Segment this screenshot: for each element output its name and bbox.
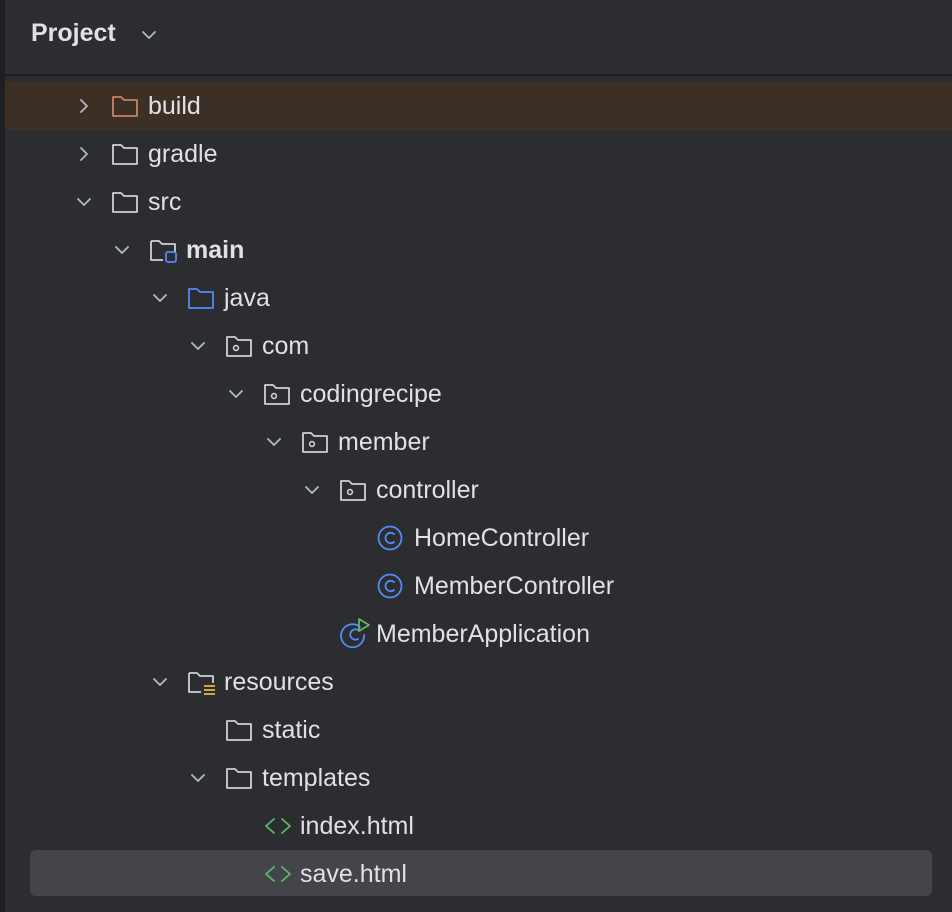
tree-item-build[interactable]: build (5, 82, 952, 130)
chevron-down-icon[interactable] (188, 768, 208, 788)
tree-item-membercontroller[interactable]: MemberController (5, 562, 952, 610)
tree-item-codingrecipe[interactable]: codingrecipe (5, 370, 952, 418)
tree-item-label: main (186, 236, 245, 264)
chevron-down-icon[interactable] (74, 192, 94, 212)
folder-icon (226, 720, 252, 741)
tree-item-label: MemberApplication (376, 620, 590, 648)
tree-item-label: resources (224, 668, 334, 696)
tree-item-java[interactable]: java (5, 274, 952, 322)
tree-item-label: index.html (300, 812, 414, 840)
tree-item-label: src (148, 188, 182, 216)
panel-bottom-edge (5, 905, 952, 912)
chevron-down-icon[interactable] (150, 672, 170, 692)
tree-item-member[interactable]: member (5, 418, 952, 466)
class-icon (377, 573, 403, 599)
tree-item-gradle[interactable]: gradle (5, 130, 952, 178)
tree-item-label: controller (376, 476, 479, 504)
chevron-down-icon[interactable] (264, 432, 284, 452)
chevron-right-icon[interactable] (74, 96, 94, 116)
chevron-down-icon[interactable] (302, 480, 322, 500)
tree-item-main[interactable]: main (5, 226, 952, 274)
tree-item-static[interactable]: static (5, 706, 952, 754)
chevron-right-icon[interactable] (74, 144, 94, 164)
tree-item-templates[interactable]: templates (5, 754, 952, 802)
tree-item-label: MemberController (414, 572, 615, 600)
tree-item-memberapplication[interactable]: MemberApplication (5, 610, 952, 658)
chevron-down-icon[interactable] (150, 288, 170, 308)
tree-item-resources[interactable]: resources (5, 658, 952, 706)
chevron-down-icon[interactable] (112, 240, 132, 260)
source-folder-icon (188, 288, 214, 309)
html-file-icon (265, 818, 291, 834)
chevron-down-icon[interactable] (140, 26, 158, 44)
tree-item-label: gradle (148, 140, 218, 168)
tree-item-homecontroller[interactable]: HomeController (5, 514, 952, 562)
folder-icon (112, 144, 138, 165)
folder-icon (112, 192, 138, 213)
tree-item-controller[interactable]: controller (5, 466, 952, 514)
tree-item-label: com (262, 332, 310, 360)
chevron-down-icon[interactable] (188, 336, 208, 356)
tree-item-index-html[interactable]: index.html (5, 802, 952, 850)
tree-item-src[interactable]: src (5, 178, 952, 226)
html-file-icon (265, 866, 291, 882)
package-icon (264, 384, 290, 405)
tree-item-label: save.html (300, 860, 407, 888)
module-folder-icon (150, 240, 177, 263)
tree-item-label: java (224, 284, 270, 312)
tree-item-label: HomeController (414, 524, 590, 552)
tree-item-com[interactable]: com (5, 322, 952, 370)
folder-excluded-icon (112, 96, 138, 117)
project-view-title[interactable]: Project (31, 19, 116, 47)
package-icon (340, 480, 366, 501)
tree-item-label: build (148, 92, 201, 120)
spring-boot-class-icon (340, 618, 370, 648)
tree-item-label: codingrecipe (300, 380, 442, 408)
chevron-down-icon[interactable] (226, 384, 246, 404)
package-icon (226, 336, 252, 357)
class-icon (377, 525, 403, 551)
project-panel-header: Project (5, 0, 952, 76)
tree-item-save-html[interactable]: save.html (30, 850, 932, 896)
panel-left-border (0, 0, 5, 912)
tree-item-label: member (338, 428, 430, 456)
tree-item-label: static (262, 716, 321, 744)
folder-icon (226, 768, 252, 789)
package-icon (302, 432, 328, 453)
tree-item-label: templates (262, 764, 371, 792)
resources-folder-icon (188, 672, 215, 695)
